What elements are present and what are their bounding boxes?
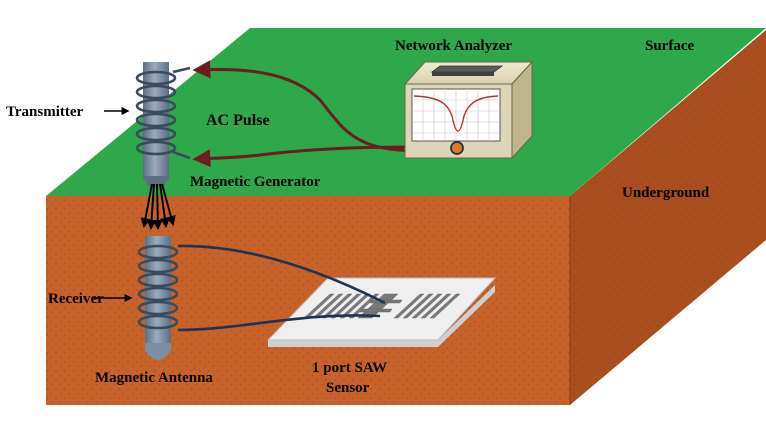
analyzer-handle-side — [432, 72, 494, 76]
saw-sensor-label-line1: 1 port SAW — [312, 360, 387, 376]
magnetic-field-arrows — [140, 183, 176, 230]
transmitter-rod — [143, 62, 169, 180]
magnetic-generator-label: Magnetic Generator — [190, 174, 321, 190]
label-pointers — [93, 107, 133, 302]
transmitter-tip — [143, 176, 169, 186]
network-analyzer — [403, 60, 534, 160]
receiver-label: Receiver — [48, 291, 104, 307]
receiver — [137, 236, 179, 360]
cable-lower — [192, 145, 456, 168]
screen-grid — [412, 89, 500, 141]
analyzer-port — [450, 141, 464, 155]
soil-side-texture — [570, 30, 766, 405]
underground-label: Underground — [622, 185, 710, 201]
receiver-rod — [145, 236, 171, 344]
cable-upper — [192, 60, 456, 153]
transmitter-cables — [192, 60, 456, 168]
receiver-tip — [145, 343, 171, 360]
transmitter-coil — [135, 66, 191, 160]
receiver-cables — [177, 244, 386, 332]
receiver-coil — [137, 244, 179, 330]
magnetic-antenna-label: Magnetic Antenna — [95, 370, 213, 386]
analyzer-handle — [430, 65, 504, 73]
receiver-cable-upper — [177, 244, 386, 305]
saw-electrodes — [303, 293, 461, 319]
network-analyzer-label: Network Analyzer — [395, 38, 512, 54]
resonance-trace — [413, 95, 499, 132]
transmitter-label: Transmitter — [6, 104, 84, 120]
saw-board-side — [268, 285, 495, 347]
receiver-cable-lower — [177, 314, 381, 332]
transmitter — [135, 62, 191, 186]
saw-sensor-label-line2: Sensor — [326, 380, 370, 396]
saw-sensor — [266, 277, 497, 347]
surface-label: Surface — [645, 38, 694, 54]
ac-pulse-label: AC Pulse — [206, 112, 270, 129]
